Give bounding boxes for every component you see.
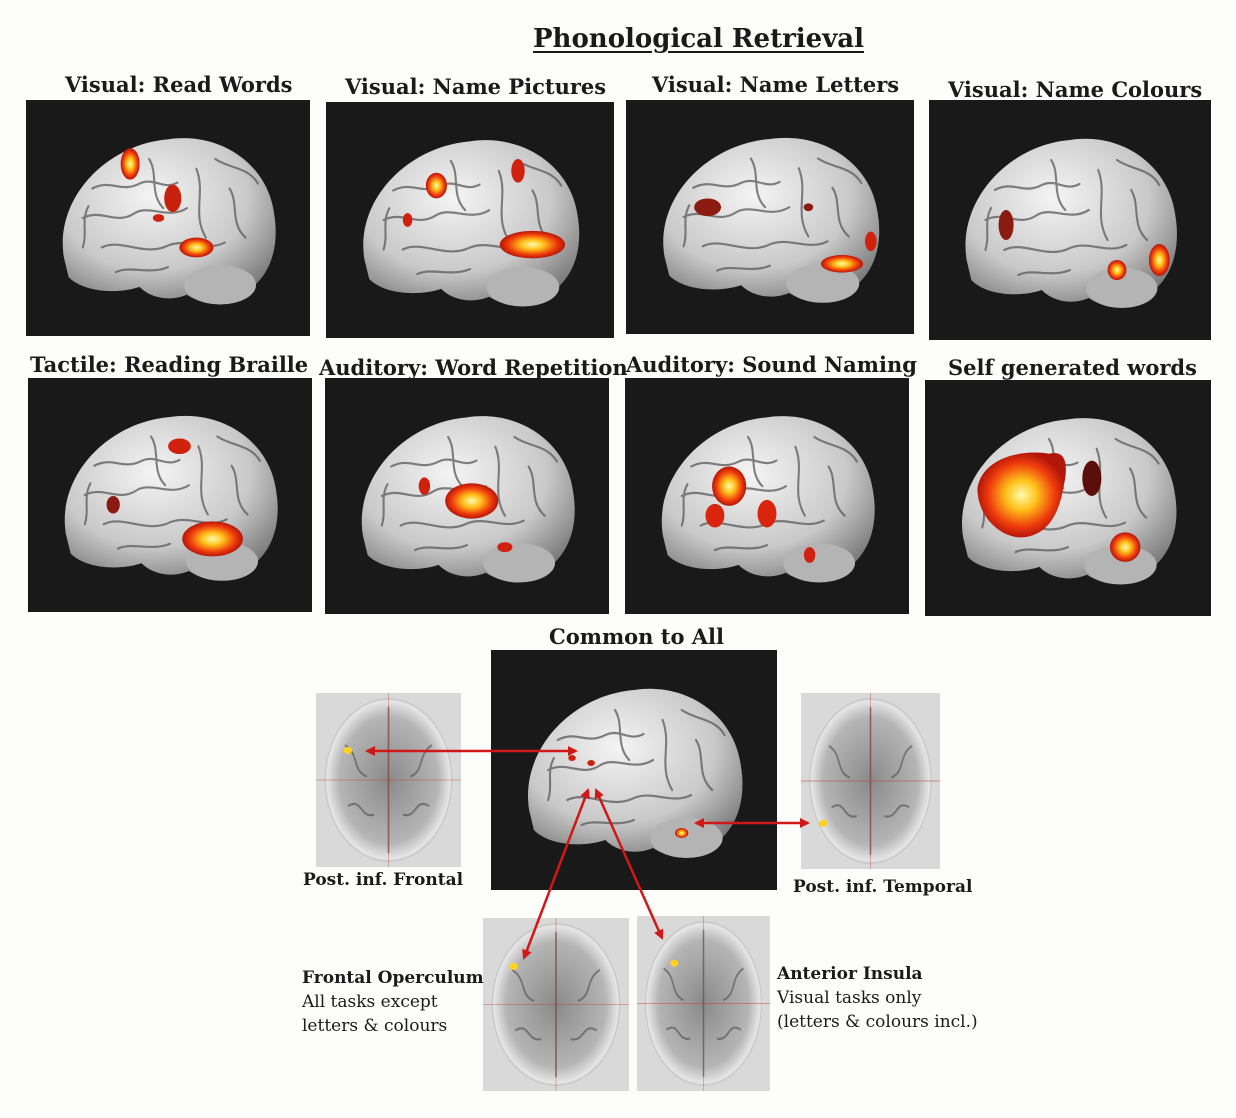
note-anterior-insula-name: Anterior Insula (777, 964, 923, 984)
scan-frontal-operculum (483, 918, 629, 1091)
label-sound-naming: Auditory: Sound Naming (626, 352, 917, 377)
scan-anterior-insula (637, 916, 770, 1091)
label-read-words: Visual: Read Words (65, 72, 293, 97)
figure-title: Phonological Retrieval (533, 24, 865, 54)
brain-panel-name-letters (626, 100, 914, 334)
brain-panel-name-colours (929, 100, 1211, 340)
brain-panel-sound-naming (625, 378, 909, 614)
label-common-to-all: Common to All (549, 624, 725, 649)
brain-panel-common (491, 650, 777, 890)
note-frontal-operculum-line1: All tasks except (302, 992, 438, 1012)
label-word-repetition: Auditory: Word Repetition (319, 355, 628, 380)
label-name-letters: Visual: Name Letters (652, 72, 900, 97)
brain-panel-self-generated-words (925, 380, 1211, 616)
note-anterior-insula: Anterior Insula Visual tasks only (lette… (777, 962, 978, 1034)
brain-panel-word-repetition (325, 378, 609, 614)
label-self-generated-words: Self generated words (948, 355, 1197, 380)
caption-post-inf-frontal: Post. inf. Frontal (303, 870, 464, 890)
brain-panel-reading-braille (28, 378, 312, 612)
brain-panel-read-words (26, 100, 310, 336)
label-name-colours: Visual: Name Colours (948, 77, 1203, 102)
scan-post-inf-temporal (801, 693, 940, 869)
note-anterior-insula-line1: Visual tasks only (777, 988, 922, 1008)
label-reading-braille: Tactile: Reading Braille (30, 352, 309, 377)
scan-post-inf-frontal (316, 693, 461, 867)
caption-post-inf-temporal: Post. inf. Temporal (793, 877, 973, 897)
brain-panel-name-pictures (326, 102, 614, 338)
note-frontal-operculum-line2: letters & colours (302, 1016, 448, 1036)
note-frontal-operculum: Frontal Operculum All tasks except lette… (302, 966, 484, 1038)
note-anterior-insula-line2: (letters & colours incl.) (777, 1012, 978, 1032)
note-frontal-operculum-name: Frontal Operculum (302, 968, 484, 988)
label-name-pictures: Visual: Name Pictures (345, 74, 607, 99)
